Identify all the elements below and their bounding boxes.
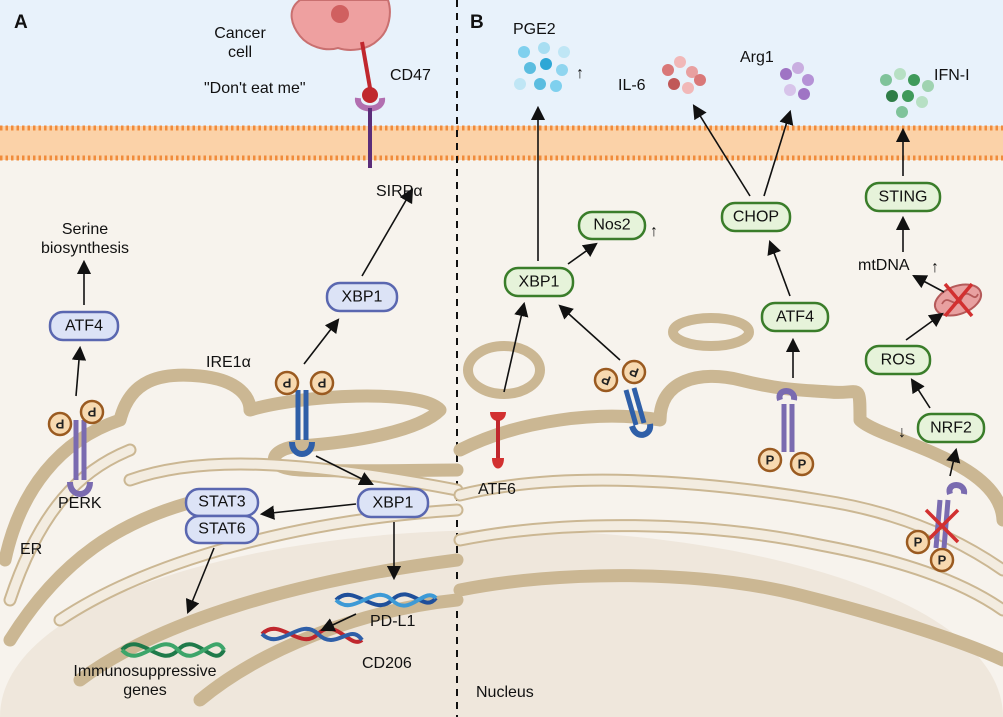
svg-text:P: P xyxy=(317,376,326,391)
pge2-particles-icon xyxy=(514,42,570,92)
svg-text:STAT3: STAT3 xyxy=(198,494,246,511)
svg-text:NRF2: NRF2 xyxy=(930,420,972,437)
atf4-box-b: ATF4 xyxy=(760,301,830,333)
cancer-cell-icon xyxy=(290,0,391,103)
ros-box: ROS xyxy=(864,344,932,376)
mtdna-up-arrow: ↑ xyxy=(931,259,939,276)
svg-text:XBP1: XBP1 xyxy=(373,495,414,512)
arrow-pdl1-cd206 xyxy=(320,613,357,632)
panel-b-label: B xyxy=(470,12,484,33)
arg1-label: Arg1 xyxy=(740,49,774,66)
perk-receptor-inhibited-icon: P P xyxy=(905,482,968,573)
svg-text:ATF4: ATF4 xyxy=(776,309,814,326)
svg-text:P: P xyxy=(55,417,64,432)
sirpa-label: SIRPα xyxy=(376,183,423,200)
cd47-label: CD47 xyxy=(390,67,431,84)
svg-text:P: P xyxy=(914,535,923,550)
ifn-particles-icon xyxy=(880,68,934,118)
arrow-xbp1-sirpa xyxy=(361,188,414,277)
arrow-perk-nrf2 xyxy=(946,447,961,477)
perk-label: PERK xyxy=(58,495,102,512)
ifn-label: IFN-I xyxy=(934,67,970,84)
arrow-atf4-chop xyxy=(767,239,791,297)
arrow-ire1a-xbp1-b xyxy=(558,304,621,361)
stat3-box: STAT3 xyxy=(184,487,260,518)
ire1a-receptor-b-icon: P P xyxy=(593,359,654,438)
arrow-nrf2-ros xyxy=(910,378,931,409)
nrf2-down-arrow: ↓ xyxy=(898,424,906,441)
xbp1-mid-box-a: XBP1 xyxy=(356,487,430,519)
svg-text:XBP1: XBP1 xyxy=(342,289,383,306)
svg-text:P: P xyxy=(798,457,807,472)
chop-box: CHOP xyxy=(720,201,792,233)
sirpa-receptor-icon xyxy=(355,97,385,168)
arrow-stat-genes xyxy=(185,547,215,615)
stat6-box: STAT6 xyxy=(184,514,260,545)
ire1a-receptor-icon: P P xyxy=(274,370,335,457)
il6-particles-icon xyxy=(662,56,706,94)
nrf2-box: NRF2 xyxy=(916,412,986,444)
nos2-up-arrow: ↑ xyxy=(650,223,658,240)
arrow-atf6-xbp1 xyxy=(503,301,529,393)
atf6-label: ATF6 xyxy=(478,481,516,498)
cd206-label: CD206 xyxy=(362,655,412,672)
arrow-ire1a-xbp1-mid xyxy=(315,455,374,485)
dont-eat-me-label: "Don't eat me" xyxy=(204,80,306,97)
svg-text:ROS: ROS xyxy=(881,352,916,369)
mitochondrion-icon xyxy=(933,282,983,318)
svg-text:P: P xyxy=(282,376,291,391)
panel-a-label: A xyxy=(14,12,28,33)
dna-pdl1-icon xyxy=(334,592,438,608)
perk-receptor-icon: P P xyxy=(47,399,105,497)
ire1a-label: IRE1α xyxy=(206,354,251,371)
sting-box: STING xyxy=(864,181,942,213)
perk-receptor-b-icon: P P xyxy=(757,388,815,477)
arrow-xbp1-nos2 xyxy=(567,242,598,265)
atf4-box-a: ATF4 xyxy=(48,310,120,342)
er-label: ER xyxy=(20,541,42,558)
pge2-up-arrow: ↑ xyxy=(576,65,584,82)
arrow-xbp1-stat xyxy=(259,503,357,520)
mtdna-label: mtDNA xyxy=(858,257,910,274)
svg-text:P: P xyxy=(766,453,775,468)
xbp1-box-b: XBP1 xyxy=(503,266,575,298)
nos2-box: Nos2 xyxy=(577,210,647,241)
dna-cd206-icon xyxy=(260,626,364,644)
svg-text:P: P xyxy=(938,553,947,568)
svg-text:Nos2: Nos2 xyxy=(593,217,630,234)
svg-text:P: P xyxy=(87,405,96,420)
arrow-perk-atf4 xyxy=(71,345,87,397)
svg-text:STAT6: STAT6 xyxy=(198,521,246,538)
nucleus-label: Nucleus xyxy=(476,684,534,701)
xbp1-top-box-a: XBP1 xyxy=(325,281,399,313)
er-membranes-b xyxy=(453,313,1003,667)
svg-text:ATF4: ATF4 xyxy=(65,318,103,335)
arrow-ire1a-xbp1 xyxy=(303,318,340,365)
svg-text:XBP1: XBP1 xyxy=(519,274,560,291)
svg-text:STING: STING xyxy=(879,189,928,206)
arrow-chop-il6 xyxy=(692,104,751,197)
arg1-particles-icon xyxy=(780,62,814,100)
arrow-mito-mtdna xyxy=(912,274,945,293)
atf6-icon xyxy=(490,412,506,469)
dna-immunosuppressive-icon xyxy=(120,642,226,658)
svg-text:CHOP: CHOP xyxy=(733,209,779,226)
pdl1-label: PD-L1 xyxy=(370,613,415,630)
arrow-ros-mito xyxy=(905,312,944,341)
plasma-membrane xyxy=(0,125,1003,161)
il6-label: IL-6 xyxy=(618,77,646,94)
arrow-chop-arg1 xyxy=(763,109,794,197)
pge2-label: PGE2 xyxy=(513,21,556,38)
